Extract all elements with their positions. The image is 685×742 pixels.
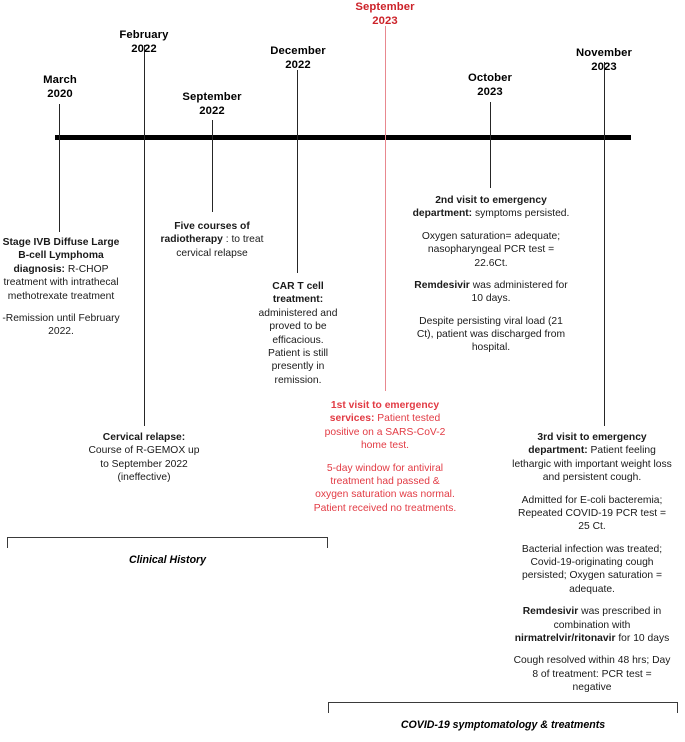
event-visit1-main: 1st visit to emergency services: Patient… bbox=[313, 399, 457, 453]
bracket-label-clinical-history: Clinical History bbox=[128, 554, 207, 566]
event-visit3-para5: Cough resolved within 48 hrs; Day 8 of t… bbox=[513, 655, 671, 693]
event-visit3-drug-remdesivir: Remdesivir bbox=[522, 606, 579, 618]
date-label-september-2022: September 2022 bbox=[162, 90, 262, 118]
event-visit3-para4-end: for 10 days bbox=[615, 632, 670, 644]
date-label-march-2020: March 2020 bbox=[14, 73, 106, 101]
event-visit3-para4-mid: was prescribed in combination with bbox=[553, 606, 662, 631]
event-radiotherapy-body: : to treat cervical relapse bbox=[176, 234, 264, 259]
date-month: February bbox=[119, 29, 169, 41]
event-radiotherapy-title: Five courses of radiotherapy bbox=[160, 221, 250, 246]
date-label-september-2023: September 2023 bbox=[334, 0, 436, 28]
event-diagnosis-body: R-CHOP treatment with intrathecal methot… bbox=[3, 263, 119, 302]
bracket-covid-phase bbox=[328, 702, 678, 713]
tick-line-september-2023 bbox=[385, 26, 386, 391]
date-label-february-2022: February 2022 bbox=[98, 28, 190, 56]
tick-line-september-2022 bbox=[212, 120, 213, 212]
date-year: 2020 bbox=[47, 88, 73, 101]
event-visit2-body: symptoms persisted. bbox=[472, 208, 570, 220]
event-block-radiotherapy: Five courses of radiotherapy : to treat … bbox=[160, 220, 264, 260]
event-cervical-relapse-body: Course of R-GEMOX up to September 2022 (… bbox=[88, 445, 200, 484]
event-block-diagnosis: Stage IVB Diffuse Large B-cell Lymphoma … bbox=[2, 236, 120, 339]
date-label-december-2022: December 2022 bbox=[248, 44, 348, 72]
event-diagnosis-title: Stage IVB Diffuse Large B-cell Lymphoma … bbox=[2, 237, 120, 275]
event-visit2-para2: Oxygen saturation= adequate; nasopharyng… bbox=[421, 230, 561, 269]
date-year: 2022 bbox=[131, 43, 157, 56]
date-month: September bbox=[182, 91, 242, 103]
event-visit3-drug-nirmatrelvir-ritonavir: nirmatrelvir/ritonavir bbox=[514, 632, 616, 644]
event-visit3-body: Patient feeling lethargic with important… bbox=[512, 445, 672, 484]
event-visit3-para4: Remdesivir was prescribed in combination… bbox=[512, 605, 672, 645]
event-visit3-title: 3rd visit to emergency department: bbox=[528, 432, 647, 457]
date-month: March bbox=[43, 74, 77, 86]
event-visit2-title: 2nd visit to emergency department: bbox=[412, 195, 547, 220]
event-visit2-drug-remdesivir: Remdesivir bbox=[414, 279, 470, 291]
tick-line-december-2022 bbox=[297, 70, 298, 273]
date-year: 2022 bbox=[285, 59, 311, 72]
event-visit2-para4: Despite persisting viral load (21 Ct), p… bbox=[416, 315, 566, 354]
date-month: September bbox=[355, 1, 415, 13]
bracket-label-covid-phase: COVID-19 symptomatology & treatments bbox=[400, 719, 606, 731]
event-cervical-relapse-main: Cervical relapse: Course of R-GEMOX up t… bbox=[85, 431, 203, 485]
event-car-t-body: administered and proved to be efficaciou… bbox=[258, 307, 338, 386]
date-year: 2023 bbox=[372, 15, 398, 28]
event-visit3-para2: Admitted for E-coli bacteremia; Repeated… bbox=[518, 494, 666, 533]
date-month: November bbox=[575, 47, 633, 59]
event-block-car-t: CAR T cell treatment: administered and p… bbox=[257, 280, 339, 387]
event-radiotherapy-main: Five courses of radiotherapy : to treat … bbox=[160, 220, 264, 260]
event-visit1-title: 1st visit to emergency services: bbox=[329, 400, 440, 425]
tick-line-march-2020 bbox=[59, 104, 60, 232]
date-month: October bbox=[467, 72, 512, 84]
event-car-t-title: CAR T cell treatment: bbox=[272, 281, 324, 306]
tick-line-november-2023 bbox=[604, 62, 605, 426]
tick-line-october-2023 bbox=[490, 102, 491, 188]
event-visit1-para2: 5-day window for antiviral treatment had… bbox=[313, 462, 457, 514]
bracket-clinical-history bbox=[7, 537, 328, 548]
event-visit3-main: 3rd visit to emergency department: Patie… bbox=[512, 431, 672, 485]
event-visit3-para3: Bacterial infection was treated; Covid-1… bbox=[521, 543, 663, 595]
event-visit2-main: 2nd visit to emergency department: sympt… bbox=[412, 194, 570, 221]
event-block-visit2: 2nd visit to emergency department: sympt… bbox=[412, 194, 570, 355]
event-diagnosis-note: -Remission until February 2022. bbox=[2, 312, 120, 338]
event-cervical-relapse-title: Cervical relapse: bbox=[102, 432, 186, 443]
date-year: 2022 bbox=[199, 105, 225, 118]
event-block-visit1: 1st visit to emergency services: Patient… bbox=[313, 399, 457, 515]
date-month: December bbox=[270, 45, 326, 57]
event-visit2-para3-rest: was administered for 10 days. bbox=[469, 279, 568, 305]
tick-line-february-2022 bbox=[144, 45, 145, 426]
event-car-t-main: CAR T cell treatment: administered and p… bbox=[257, 280, 339, 387]
date-year: 2023 bbox=[591, 61, 617, 74]
date-label-november-2023: November 2023 bbox=[556, 46, 652, 74]
event-visit1-body: Patient tested positive on a SARS-CoV-2 … bbox=[324, 413, 446, 452]
event-diagnosis-main: Stage IVB Diffuse Large B-cell Lymphoma … bbox=[2, 236, 120, 303]
date-label-october-2023: October 2023 bbox=[444, 71, 536, 99]
event-visit2-para3: Remdesivir was administered for 10 days. bbox=[412, 279, 570, 306]
timeline-axis-bar bbox=[55, 135, 631, 140]
date-year: 2023 bbox=[477, 86, 503, 99]
event-block-cervical-relapse: Cervical relapse: Course of R-GEMOX up t… bbox=[85, 431, 203, 485]
event-block-visit3: 3rd visit to emergency department: Patie… bbox=[512, 431, 672, 694]
